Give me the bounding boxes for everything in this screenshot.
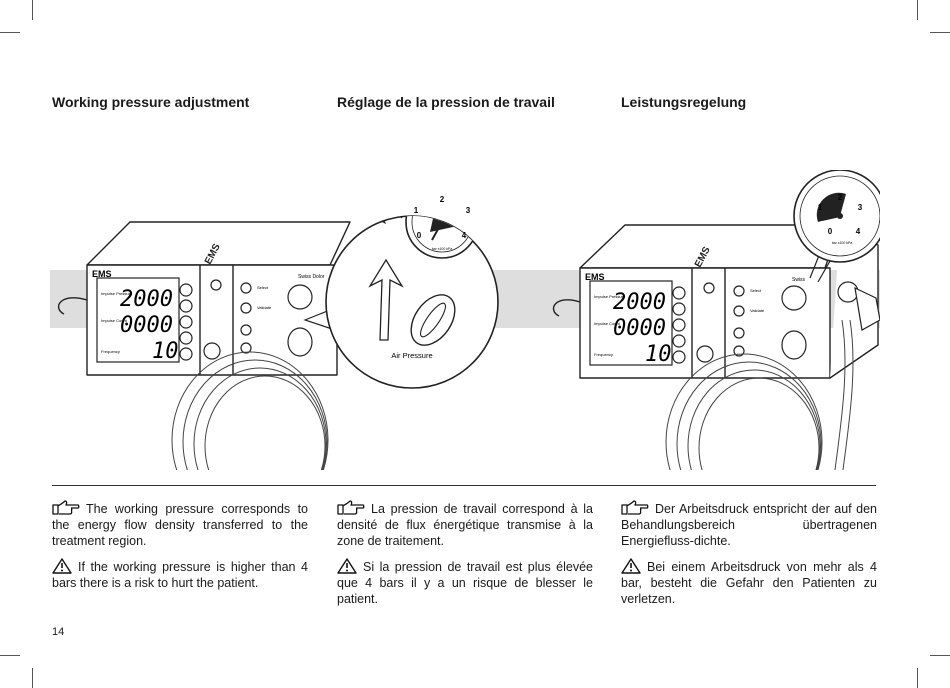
heading-fr: Réglage de la pression de travail: [337, 94, 555, 110]
crop-mark: [917, 668, 918, 688]
note-text: La pression de travail correspond à la d…: [337, 502, 593, 548]
display-value: 2000: [120, 287, 173, 312]
note-paragraph: La pression de travail correspond à la d…: [337, 500, 593, 549]
magnifier-label: Air Pressure: [391, 351, 432, 360]
column-de: Der Arbeitsdruck entspricht der auf den …: [621, 500, 877, 616]
warning-text: If the working pressure is higher than 4…: [52, 560, 308, 590]
note-paragraph: Der Arbeitsdruck entspricht der auf den …: [621, 500, 877, 549]
gauge-unit: bar x100 kPa: [832, 241, 853, 245]
display-label: Impulse Pressure: [101, 291, 133, 296]
gauge-unit: bar x100 kPa: [432, 247, 453, 251]
display-value: 10: [152, 339, 179, 364]
display-label: Impulse Count: [594, 321, 621, 326]
pointing-hand-icon: [337, 500, 365, 515]
pointing-hand-icon: [621, 500, 649, 515]
crop-mark: [917, 0, 918, 20]
gauge-tick: 1: [414, 206, 419, 215]
warning-text: Si la pression de travail est plus élevé…: [337, 560, 593, 606]
brand-logo: EMS: [585, 272, 605, 282]
display-value: 0000: [120, 313, 173, 338]
warning-paragraph: If the working pressure is higher than 4…: [52, 558, 308, 591]
gauge-tick: 2: [838, 193, 843, 202]
display-label: Impulse Pressure: [594, 294, 626, 299]
column-en: The working pressure corresponds to the …: [52, 500, 308, 600]
note-text: The working pressure corresponds to the …: [52, 502, 308, 548]
gauge-tick: 3: [466, 206, 471, 215]
warning-triangle-icon: [337, 558, 357, 574]
button-label: Validate: [750, 308, 765, 313]
display-value: 10: [645, 342, 672, 367]
gauge-tick: 2: [440, 195, 445, 204]
button-label: Select: [257, 285, 269, 290]
crop-mark: [930, 655, 950, 656]
warning-triangle-icon: [621, 558, 641, 574]
warning-paragraph: Bei einem Arbeitsdruck von mehr als 4 ba…: [621, 558, 877, 607]
button-label: Select: [750, 288, 762, 293]
crop-mark: [0, 655, 20, 656]
crop-mark: [32, 0, 33, 20]
button-label: Validate: [257, 305, 272, 310]
page-number: 14: [52, 626, 65, 638]
gauge-tick: 3: [858, 203, 863, 212]
warning-paragraph: Si la pression de travail est plus élevé…: [337, 558, 593, 607]
display-label: Frequency: [594, 352, 613, 357]
crop-mark: [0, 32, 20, 33]
crop-mark: [930, 32, 950, 33]
warning-triangle-icon: [52, 558, 72, 574]
section-divider: [52, 485, 876, 486]
gauge-tick: 0: [417, 231, 422, 240]
device-illustration: EMS EMS 2000 0000 10 Impulse Pressure Im…: [50, 170, 880, 470]
note-paragraph: The working pressure corresponds to the …: [52, 500, 308, 549]
panel-text: Swiss Dolor: [298, 274, 325, 280]
panel-text: Swiss: [792, 277, 806, 283]
column-fr: La pression de travail correspond à la d…: [337, 500, 593, 616]
heading-en: Working pressure adjustment: [52, 94, 250, 110]
gauge-tick: 1: [818, 203, 823, 212]
display-label: Frequency: [101, 349, 120, 354]
pointing-hand-icon: [52, 500, 80, 515]
gauge-tick: 4: [462, 231, 467, 240]
heading-de: Leistungsregelung: [621, 94, 747, 110]
display-value: 2000: [613, 290, 666, 315]
brand-logo: EMS: [92, 269, 112, 279]
gauge-tick: 4: [856, 227, 861, 236]
display-label: Impulse Count: [101, 318, 128, 323]
note-text: Der Arbeitsdruck entspricht der auf den …: [621, 502, 877, 548]
gauge-tick: 0: [828, 227, 833, 236]
crop-mark: [32, 668, 33, 688]
warning-text: Bei einem Arbeitsdruck von mehr als 4 ba…: [621, 560, 877, 606]
display-value: 0000: [613, 316, 666, 341]
